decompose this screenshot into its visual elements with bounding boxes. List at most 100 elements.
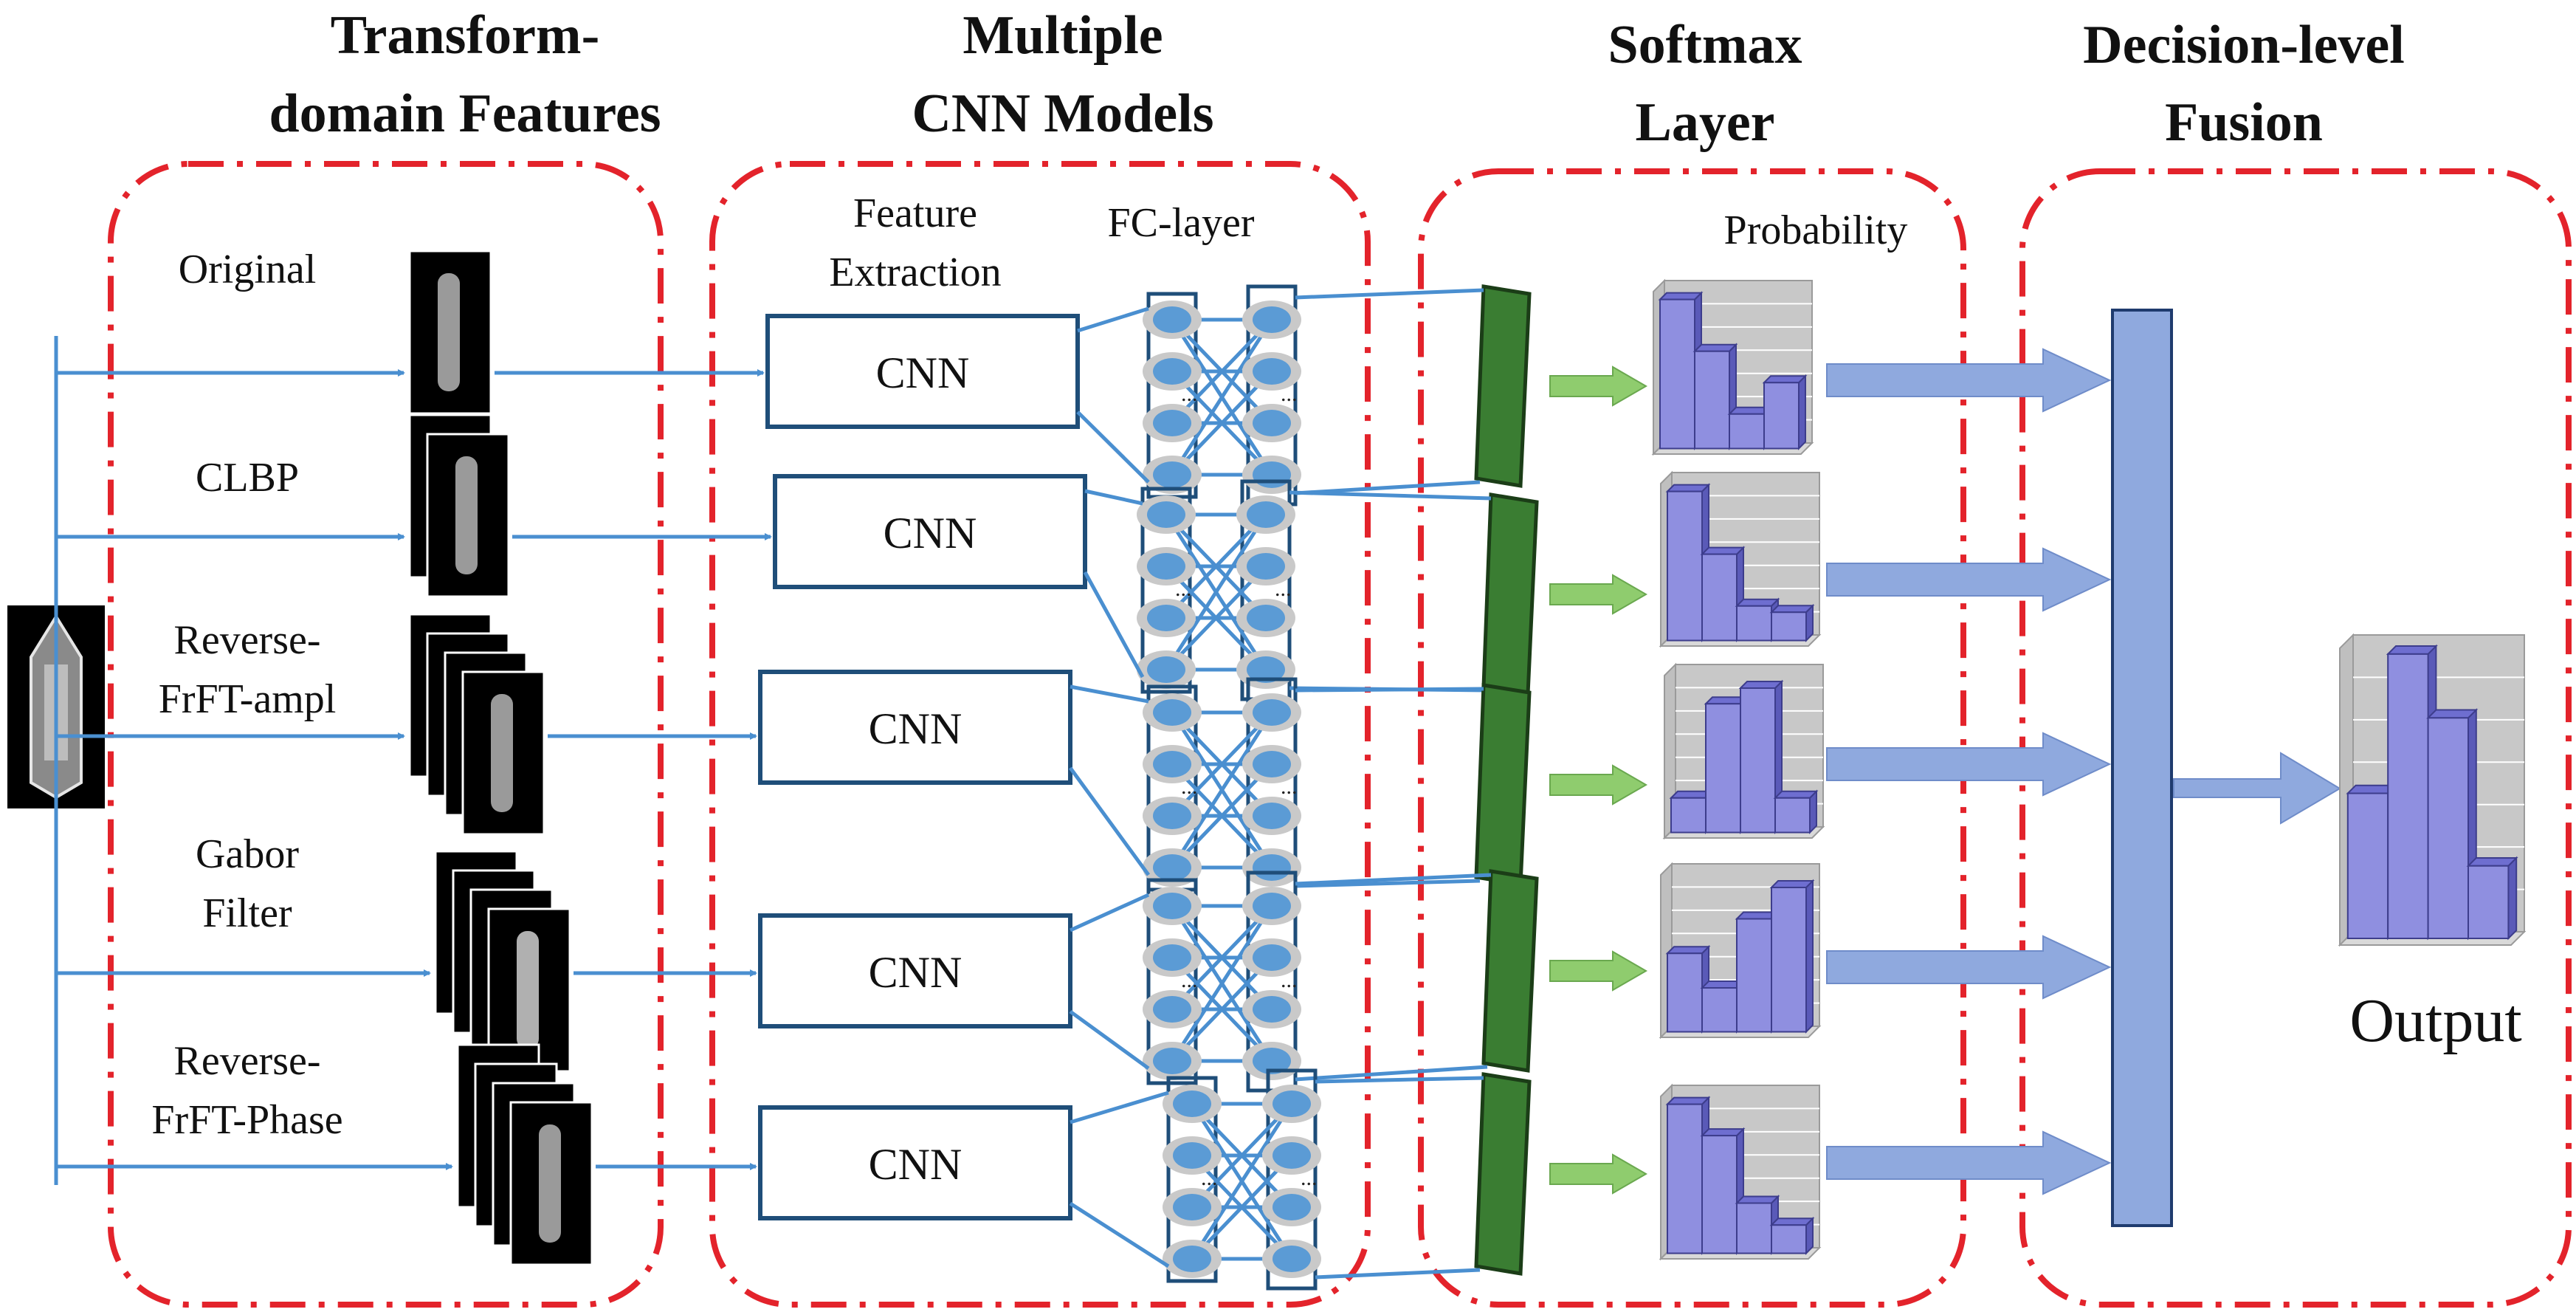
branch-3: Reverse-FrFT-amplCNN...... bbox=[56, 613, 2112, 899]
prob-chart-4-bar-side-4 bbox=[1805, 879, 1814, 1034]
cnn-fc-line-bottom-4 bbox=[1069, 1009, 1150, 1071]
prob-chart-5-bar-top-3 bbox=[1735, 1195, 1780, 1204]
fc-softmax-line-bottom-1 bbox=[1295, 480, 1481, 495]
fc-node-3-1-3 bbox=[1253, 854, 1291, 881]
fc-node-5-0-3 bbox=[1173, 1246, 1211, 1272]
feature-image-ship-2-2 bbox=[455, 456, 478, 574]
prob-chart-3-bar-3 bbox=[1740, 687, 1776, 834]
output-chart-bar-4 bbox=[2467, 865, 2510, 939]
fc-node-3-0-1 bbox=[1153, 751, 1191, 777]
prob-chart-4-bar-4 bbox=[1771, 887, 1807, 1033]
section-title-transform-line1: Transform- bbox=[331, 5, 599, 66]
prob-chart-1-bar-3 bbox=[1729, 413, 1765, 450]
section-title-fusion-line1: Decision-level bbox=[2083, 15, 2405, 75]
section-title-transform-line2: domain Features bbox=[269, 83, 661, 144]
prob-chart-3-bar-4 bbox=[1774, 797, 1811, 834]
prob-chart-4-bar-top-4 bbox=[1769, 880, 1815, 888]
cnn-box-4 bbox=[758, 913, 1072, 1028]
fc-node-2-1-1 bbox=[1247, 553, 1285, 580]
prob-chart-4-bar-3 bbox=[1736, 918, 1772, 1033]
fc-node-4-1-2 bbox=[1253, 996, 1291, 1023]
output-chart-bar-top-4 bbox=[2466, 856, 2518, 867]
prob-chart-1-bar-1 bbox=[1659, 298, 1695, 450]
section-title-softmax-line2: Layer bbox=[1635, 92, 1774, 153]
fc-node-2-0-2 bbox=[1147, 605, 1185, 631]
output-chart-bar-3 bbox=[2427, 717, 2470, 939]
fc-connection-3-2-0 bbox=[1171, 711, 1273, 817]
prob-chart-2-bar-top-2 bbox=[1700, 546, 1746, 555]
output-chart-bar-2 bbox=[2387, 653, 2429, 939]
fc-softmax-line-top-4 bbox=[1295, 873, 1492, 886]
cnn-label-4: CNN bbox=[869, 948, 962, 997]
fc-node-3-1-0 bbox=[1253, 699, 1291, 726]
prob-chart-1-bar-side-4 bbox=[1798, 374, 1806, 450]
fc-connection-5-3-1 bbox=[1191, 1154, 1293, 1260]
softmax-green-arrow-2 bbox=[1549, 574, 1647, 615]
branch-label-3-line1: Reverse- bbox=[173, 617, 320, 663]
fc-connection-5-3-0 bbox=[1190, 1102, 1294, 1260]
branch-label-1-line1: Original bbox=[179, 247, 317, 292]
softmax-green-arrow-1 bbox=[1549, 365, 1647, 407]
chart-to-fusion-arrow-1 bbox=[1826, 348, 2112, 413]
fc-node-4-1-3 bbox=[1253, 1048, 1291, 1074]
cnn-fc-line-top-5 bbox=[1070, 1091, 1169, 1124]
cnn-box-2 bbox=[773, 474, 1087, 589]
fc-node-5-1-1 bbox=[1272, 1142, 1311, 1169]
fc-ellipsis-1-1: ... bbox=[1281, 382, 1298, 406]
fc-node-1-1-2 bbox=[1253, 410, 1291, 436]
cnn-fc-line-top-4 bbox=[1069, 893, 1150, 933]
prob-chart-5-bar-top-2 bbox=[1700, 1128, 1746, 1137]
cnn-fc-line-bottom-1 bbox=[1076, 411, 1150, 484]
prob-chart-4-bar-1 bbox=[1667, 952, 1703, 1033]
fc-node-5-1-0 bbox=[1272, 1091, 1311, 1117]
fc-node-1-0-2 bbox=[1153, 410, 1191, 436]
prob-chart-2-bar-3 bbox=[1736, 605, 1772, 642]
section-border-softmax bbox=[1418, 168, 1966, 1308]
fc-softmax-line-bottom-5 bbox=[1315, 1268, 1481, 1280]
feature-image-ship-5-4 bbox=[539, 1124, 561, 1243]
cnn-fc-line-top-3 bbox=[1070, 684, 1149, 704]
prob-chart-5-bar-3 bbox=[1736, 1202, 1772, 1254]
feature-image-ship-1-1 bbox=[438, 273, 460, 391]
section-title-softmax-line1: Softmax bbox=[1608, 15, 1802, 75]
fc-softmax-line-top-3 bbox=[1295, 687, 1484, 693]
cnn-fc-line-bottom-2 bbox=[1083, 571, 1145, 679]
fc-ellipsis-1-0: ... bbox=[1181, 382, 1198, 406]
fc-node-4-0-1 bbox=[1153, 944, 1191, 971]
prob-chart-5-bar-2 bbox=[1701, 1135, 1738, 1254]
chart-to-fusion-arrow-4 bbox=[1826, 935, 2112, 1000]
fc-connection-4-2-0 bbox=[1171, 904, 1273, 1011]
prob-chart-4-bar-2 bbox=[1701, 987, 1738, 1033]
cnn-box-1 bbox=[765, 314, 1080, 429]
prob-chart-3-bar-2 bbox=[1705, 703, 1741, 834]
fc-node-3-0-3 bbox=[1153, 854, 1191, 881]
fc-ellipsis-5-0: ... bbox=[1201, 1166, 1218, 1190]
prob-chart-1-bar-2 bbox=[1694, 350, 1730, 450]
feature-extraction-label-line2: Extraction bbox=[829, 250, 1001, 295]
cnn-label-1: CNN bbox=[876, 348, 970, 397]
chart-to-fusion-arrow-2 bbox=[1826, 547, 2112, 612]
chart-to-fusion-arrow-3 bbox=[1826, 732, 2112, 797]
softmax-bar-1 bbox=[1474, 284, 1532, 488]
cnn-fc-line-bottom-5 bbox=[1069, 1201, 1170, 1268]
feature-extraction-label-line1: Feature bbox=[853, 190, 977, 236]
fc-connection-2-3-1 bbox=[1165, 565, 1267, 671]
prob-chart-1-bar-top-4 bbox=[1762, 375, 1808, 384]
fc-node-2-1-3 bbox=[1247, 656, 1285, 683]
cnn-fc-line-top-1 bbox=[1077, 306, 1149, 333]
fc-ellipsis-4-0: ... bbox=[1181, 968, 1198, 992]
fc-node-3-1-1 bbox=[1253, 751, 1291, 777]
branch-label-3-line2: FrFT-ampl bbox=[159, 676, 337, 722]
section-border-fusion bbox=[2019, 168, 2572, 1308]
fc-node-4-1-1 bbox=[1253, 944, 1291, 971]
fc-node-2-0-1 bbox=[1147, 553, 1185, 580]
prob-chart-5-bar-1 bbox=[1667, 1103, 1703, 1254]
fc-softmax-line-bottom-4 bbox=[1295, 1065, 1488, 1082]
prob-chart-2-bar-top-1 bbox=[1665, 484, 1711, 492]
fc-node-4-0-3 bbox=[1153, 1048, 1191, 1074]
fc-connection-1-3-0 bbox=[1170, 318, 1274, 476]
fc-softmax-line-bottom-3 bbox=[1295, 879, 1481, 888]
section-title-cnn-line1: Multiple bbox=[962, 5, 1163, 66]
prob-chart-5-bar-4 bbox=[1771, 1224, 1807, 1254]
cnn-fc-line-bottom-3 bbox=[1068, 766, 1151, 876]
